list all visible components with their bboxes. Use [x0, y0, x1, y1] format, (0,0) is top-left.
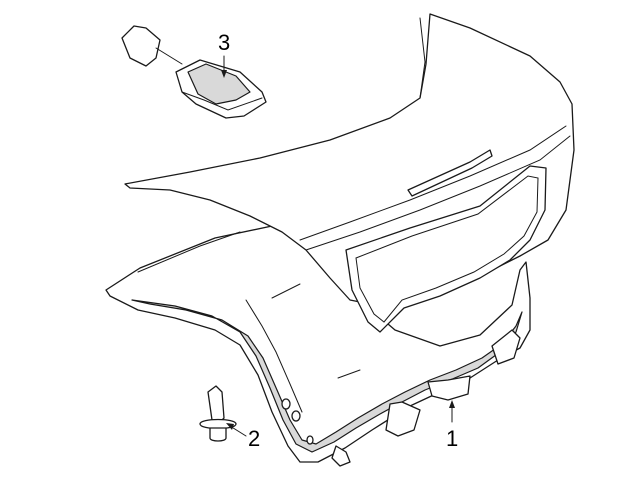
license-lamp-part [121, 25, 267, 119]
bumper-base [199, 418, 237, 430]
lid-bumper-part [199, 385, 237, 442]
trunk-lid-inner-rib-2 [271, 283, 301, 299]
callout-label-2: 2 [248, 426, 260, 451]
trunk-lid-assembly [105, 13, 575, 467]
trunk-lid-inner-rib-3 [337, 369, 361, 379]
trunk-lid-trim-bar [407, 149, 493, 197]
lamp-connector [121, 25, 161, 67]
flange-hole-3 [306, 435, 314, 445]
flange-hole-1 [281, 398, 291, 410]
callout-arrow-3 [221, 70, 227, 78]
lamp-lens [187, 63, 251, 105]
callout-label-1: 1 [446, 426, 458, 451]
trunk-lid-lower-tab-mid [385, 401, 421, 437]
trunk-lid-right-tab [491, 329, 521, 365]
trunk-lid-inner-rib-1 [137, 231, 241, 273]
flange-hole-2 [291, 410, 301, 422]
lamp-housing-edge [181, 91, 263, 111]
trunk-lid-lower-tab-right [427, 375, 471, 401]
trunk-lid-rear-edge [305, 135, 571, 251]
trunk-lid-lower-tab-left [331, 445, 351, 467]
bumper-foot [209, 427, 227, 442]
license-plate-recess-inner [355, 175, 539, 323]
lamp-wire [155, 47, 183, 65]
callout-label-3: 3 [218, 30, 230, 55]
callout-arrow-2 [226, 423, 234, 430]
license-plate-recess [345, 165, 547, 333]
callout-arrow-1 [449, 400, 455, 408]
trunk-lid-inner-rib-4 [245, 299, 303, 413]
trunk-lid-crease [419, 17, 426, 99]
bumper-stem [207, 385, 225, 425]
trunk-lid-flange-rail [131, 299, 523, 453]
trunk-lid-rear-edge-2 [299, 125, 567, 241]
